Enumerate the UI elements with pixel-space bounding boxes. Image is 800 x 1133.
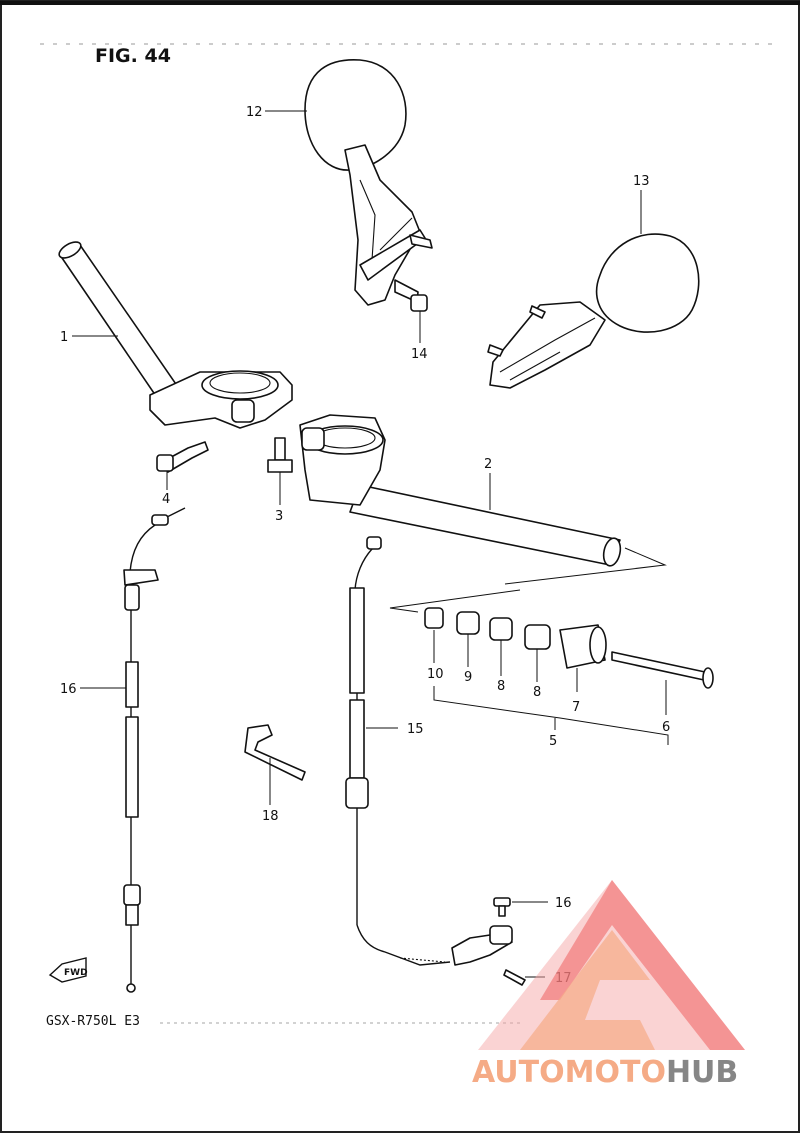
part-14-cable: [345, 536, 513, 966]
callout-7: 7: [572, 700, 580, 715]
part-6-screw: [611, 651, 714, 689]
callout-18: 18: [262, 809, 279, 824]
figure-title: FIG. 44: [95, 45, 171, 67]
callout-2: 2: [484, 457, 492, 472]
part-16-clip: [503, 969, 526, 986]
watermark-logo-icon: AUTOMOTOHUB: [472, 880, 745, 1090]
part-7-bar-end-weight: [559, 624, 607, 669]
callout-15: 16: [555, 896, 572, 911]
callout-12: 13: [633, 174, 650, 189]
callout-8a: 8: [497, 679, 505, 694]
callout-1: 1: [60, 330, 68, 345]
fwd-arrow-icon: FWD: [48, 957, 88, 983]
part-1-left-handlebar: [58, 241, 293, 429]
callout-11: 12: [246, 105, 263, 120]
callout-9: 9: [464, 670, 472, 685]
callout-13: 14: [411, 347, 428, 362]
part-12-right-mirror: [487, 233, 700, 389]
part-2-right-handlebar: [299, 414, 622, 567]
part-4-bolt: [156, 441, 209, 473]
part-8-spacer-b: [524, 624, 551, 650]
watermark-text: AUTOMOTOHUB: [472, 1055, 738, 1090]
part-9-spacer: [456, 611, 480, 635]
callout-14: 15: [407, 722, 424, 737]
callout-10: 10: [427, 667, 444, 682]
part-15-pin: [493, 897, 511, 917]
callout-3: 3: [275, 509, 283, 524]
part-3-bolt: [267, 437, 293, 473]
part-8-spacer-a: [489, 617, 513, 641]
callout-17: 16: [60, 682, 77, 697]
part-18-clamp: [244, 724, 306, 781]
model-code: GSX-R750L E3: [46, 1014, 140, 1029]
callout-6: 6: [662, 720, 670, 735]
callout-5: 5: [549, 734, 557, 749]
part-10-nut: [424, 607, 444, 629]
part-13-bolt: [410, 294, 428, 312]
callout-4: 4: [162, 492, 170, 507]
part-11-left-mirror: [304, 59, 433, 306]
fwd-label: FWD: [64, 968, 88, 978]
part-17-cable: [123, 507, 186, 993]
callout-8b: 8: [533, 685, 541, 700]
